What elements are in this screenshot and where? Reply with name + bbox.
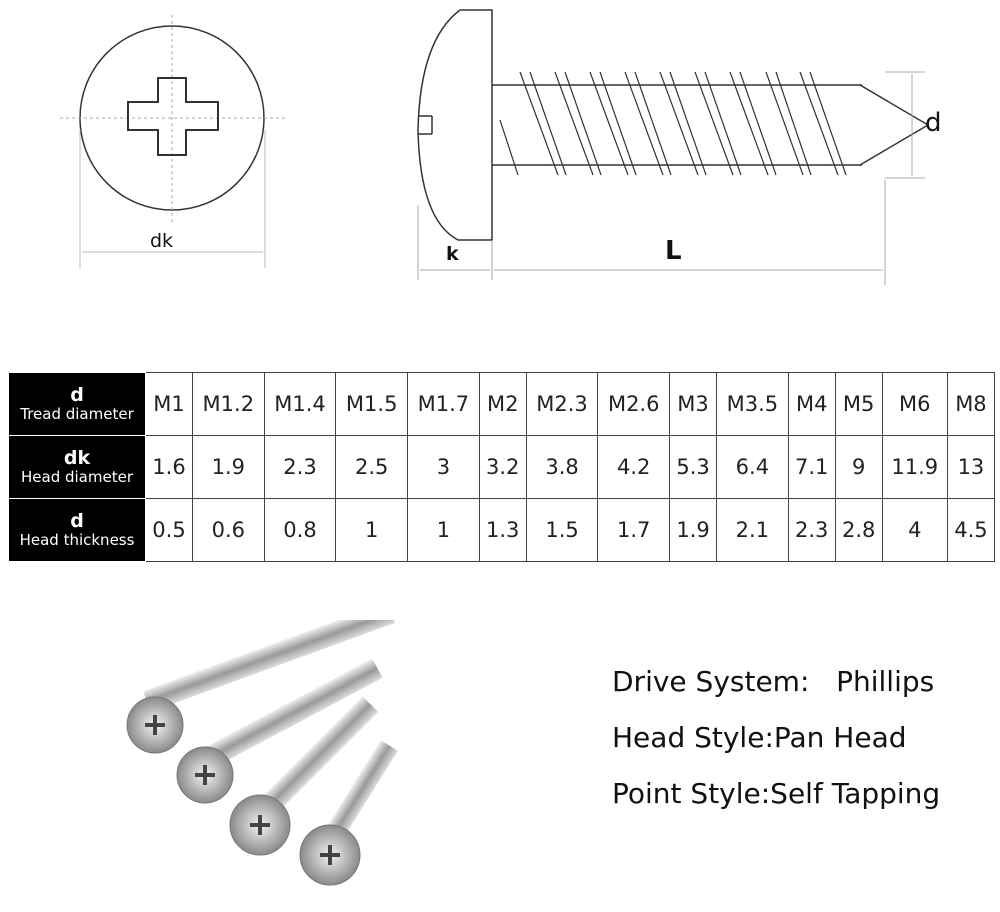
table-cell: 13 (946, 435, 996, 499)
table-cell: 11.9 (881, 435, 948, 499)
table-cell: 2.8 (834, 498, 883, 562)
table-cell: M4 (787, 372, 836, 436)
table-cell: 4.2 (597, 435, 671, 499)
table-cell: M3.5 (716, 372, 789, 436)
table-cell: 0.5 (145, 498, 193, 562)
row-symbol: dk (63, 447, 91, 470)
row-name: Tread diameter (20, 405, 134, 424)
table-cell: 2.3 (263, 435, 337, 499)
row-symbol: d (70, 510, 84, 533)
table-cell: 1 (407, 498, 480, 562)
table-cell: 1.9 (191, 435, 265, 499)
table-cell: 7.1 (787, 435, 836, 499)
table-cell: 0.6 (191, 498, 265, 562)
table-cell: M2.6 (597, 372, 671, 436)
table-cell: M6 (881, 372, 948, 436)
spec-head-style: Head Style:Pan Head (612, 721, 907, 754)
table-cell: 3.8 (525, 435, 599, 499)
screw-side-view (417, 9, 930, 285)
row-symbol: d (70, 384, 84, 407)
screw-4 (299, 740, 398, 886)
technical-drawing (60, 9, 930, 285)
spec-point-style: Point Style:Self Tapping (612, 777, 941, 810)
table-cell: M2 (478, 372, 527, 436)
label-d: d (925, 108, 942, 138)
table-cell: M3 (669, 372, 718, 436)
row-name: Head diameter (21, 468, 133, 487)
table-cell: 4.5 (946, 498, 996, 562)
table-cell: 5.3 (669, 435, 718, 499)
screws-photo (126, 620, 398, 886)
screw-2 (176, 658, 383, 804)
screw-3 (229, 696, 379, 856)
label-dk: dk (150, 230, 174, 252)
label-L: L (665, 236, 682, 266)
table-cell: 2.5 (335, 435, 409, 499)
table-cell: 2.1 (716, 498, 789, 562)
table-cell: 1.6 (145, 435, 193, 499)
table-cell: 0.8 (263, 498, 337, 562)
table-cell: 6.4 (716, 435, 789, 499)
table-cell: M1.7 (407, 372, 480, 436)
table-cell: 1.5 (525, 498, 599, 562)
table-cell: M1 (145, 372, 193, 436)
table-cell: 1.9 (669, 498, 718, 562)
table-cell: 9 (834, 435, 883, 499)
table-cell: 2.3 (787, 498, 836, 562)
table-cell: 3 (407, 435, 480, 499)
table-cell: 1 (335, 498, 409, 562)
table-cell: 3.2 (478, 435, 527, 499)
table-cell: M5 (834, 372, 883, 436)
label-k: k (446, 243, 459, 265)
table-cell: M2.3 (525, 372, 599, 436)
screw-head-top-view (60, 15, 285, 268)
table-cell: M1.5 (335, 372, 409, 436)
table-cell: 1.3 (478, 498, 527, 562)
table-cell: M1.2 (191, 372, 265, 436)
screw-1 (126, 620, 396, 754)
spec-drive-system: Drive System: Phillips (612, 665, 935, 698)
table-cell: M1.4 (263, 372, 337, 436)
table-cell: 4 (881, 498, 948, 562)
table-cell: 1.7 (597, 498, 671, 562)
row-name: Head thickness (19, 531, 135, 550)
table-cell: M8 (946, 372, 996, 436)
